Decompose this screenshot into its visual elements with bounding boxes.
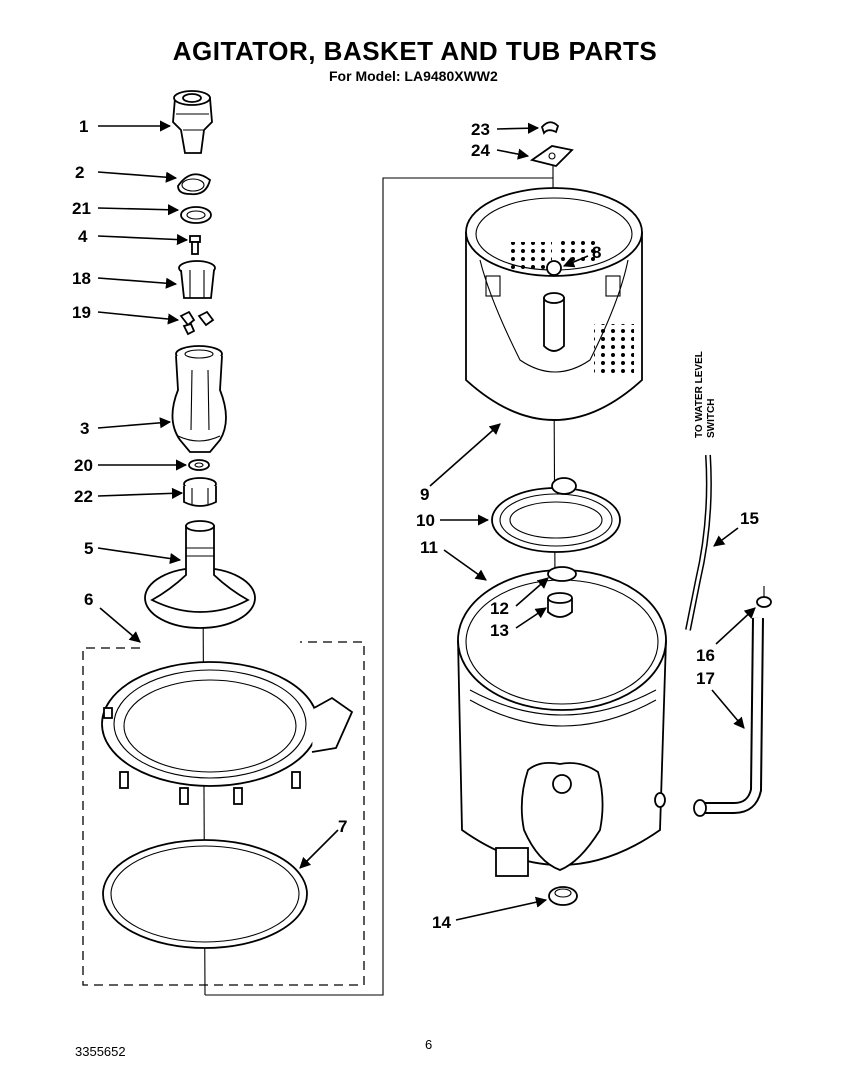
callout-7: 7 (338, 817, 347, 836)
callout-3: 3 (80, 419, 89, 438)
model-subtitle: For Model: LA9480XWW2 (329, 68, 498, 84)
callout-18: 18 (72, 269, 91, 288)
page-title: AGITATOR, BASKET AND TUB PARTS (172, 36, 658, 66)
callout-10: 10 (416, 511, 435, 530)
part-7-seal-ring (102, 839, 308, 949)
callout-24: 24 (471, 141, 490, 160)
part-13-seal (547, 592, 573, 618)
part-21-ring (180, 206, 212, 224)
side-note-line-1: TO WATER LEVEL (694, 351, 705, 438)
callout-13: 13 (490, 621, 509, 640)
callout-23: 23 (471, 120, 490, 139)
part-9-spin-basket (465, 187, 643, 421)
callout-4: 4 (78, 227, 88, 246)
water-level-switch-note: TO WATER LEVEL SWITCH (694, 351, 717, 438)
callout-9: 9 (420, 485, 429, 504)
callout-5: 5 (84, 539, 93, 558)
part-24-nut-plate (529, 145, 574, 167)
callout-15: 15 (740, 509, 759, 528)
part-22-clutch (183, 477, 217, 507)
callout-11: 11 (420, 538, 438, 557)
part-14-plug (548, 886, 578, 906)
document-number: 3355652 (75, 1044, 126, 1059)
callout-14: 14 (432, 913, 451, 932)
part-20-washer (188, 459, 210, 471)
part-19-dogs (179, 310, 215, 336)
callout-21: 21 (72, 199, 91, 218)
callout-16: 16 (696, 646, 715, 665)
part-17-hose (693, 617, 764, 817)
leader-arrows (97, 120, 756, 921)
callout-8: 8 (592, 243, 601, 262)
callout-22: 22 (74, 487, 93, 506)
callout-17: 17 (696, 669, 715, 688)
callout-labels: 1 2 21 4 18 19 3 20 22 5 6 7 23 24 8 9 1… (72, 117, 759, 932)
part-4-screw (189, 235, 201, 255)
side-note-line-2: SWITCH (706, 399, 717, 438)
callout-19: 19 (72, 303, 91, 322)
part-11-outer-tub (457, 569, 667, 877)
part-3-agitator-barrel (171, 345, 227, 453)
callout-12: 12 (490, 599, 509, 618)
part-5-agitator-base (144, 520, 256, 629)
part-18-dog-cam (178, 260, 216, 299)
part-12-ring (547, 566, 577, 582)
callout-20: 20 (74, 456, 93, 475)
callout-2: 2 (75, 163, 84, 182)
part-16-clamp (756, 586, 772, 608)
page-number: 6 (425, 1037, 433, 1052)
part-1-agitator-cap (172, 90, 213, 154)
callout-1: 1 (79, 117, 88, 136)
part-10-seal-ring (491, 477, 621, 553)
part-23-clip (540, 121, 560, 135)
part-2-seal (177, 173, 212, 196)
part-6-tub-ring (101, 661, 354, 805)
part-15-hose (685, 454, 712, 631)
basket-drive-group-box (82, 641, 365, 986)
callout-6: 6 (84, 590, 93, 609)
